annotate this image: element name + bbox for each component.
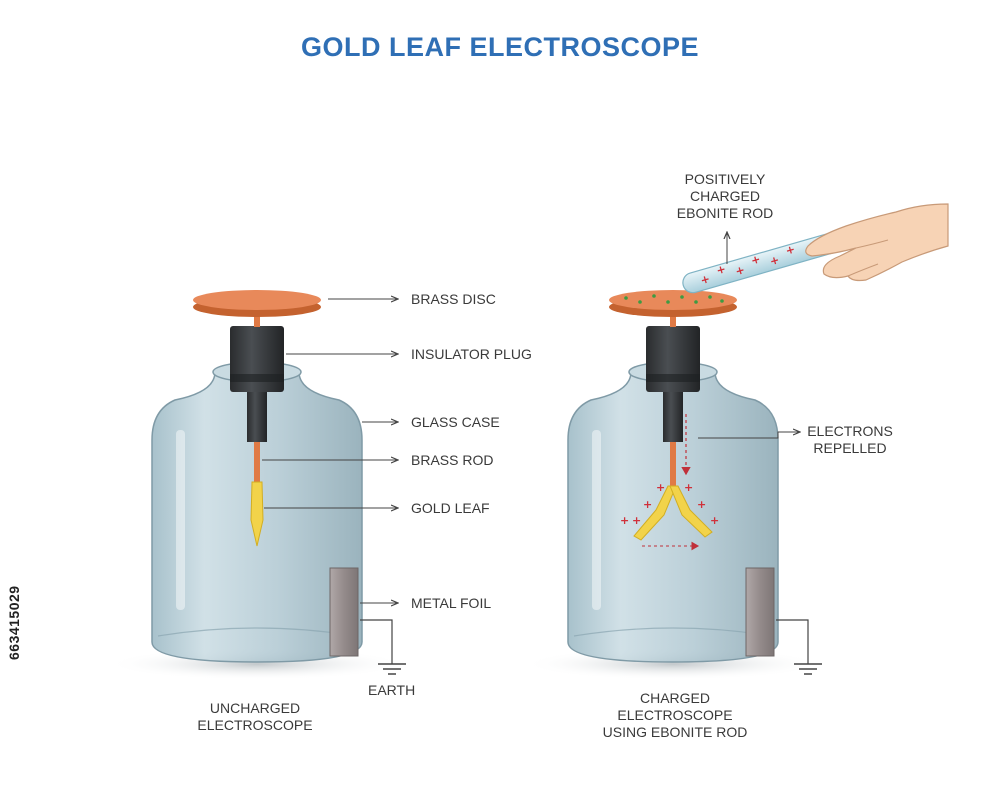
electron-dot xyxy=(694,300,698,304)
glass-highlight-right xyxy=(592,430,601,610)
plus-charge: + xyxy=(710,514,719,527)
stock-id: 663415029 xyxy=(6,585,22,660)
hand-finger-line xyxy=(847,263,879,277)
caption-uncharged-line1: UNCHARGED xyxy=(209,700,301,716)
insulator-plug-right xyxy=(646,326,700,392)
plug-band xyxy=(230,374,284,382)
label-earth: EARTH xyxy=(368,682,416,698)
plug-stem-right xyxy=(663,392,683,442)
plug-band-right xyxy=(646,374,700,382)
electron-dot xyxy=(708,295,712,299)
electron-dot xyxy=(666,300,670,304)
brass-rod-right xyxy=(670,442,676,488)
brass-rod-top xyxy=(254,315,260,327)
label-electrons-line1: ELECTRONS xyxy=(807,423,893,439)
plus-charge: + xyxy=(643,498,652,511)
brass-disc-right xyxy=(609,290,737,310)
caption-charged-line2: ELECTROSCOPE xyxy=(617,707,733,723)
caption-charged-line1: CHARGED xyxy=(639,690,710,706)
caption-charged: CHARGED ELECTROSCOPE USING EBONITE ROD xyxy=(585,690,765,741)
label-brass-disc: BRASS DISC xyxy=(411,291,496,307)
label-gold-leaf: GOLD LEAF xyxy=(411,500,490,516)
label-leaders xyxy=(262,299,398,603)
label-ebonite-rod-line3: EBONITE ROD xyxy=(676,205,774,221)
label-insulator-plug: INSULATOR PLUG xyxy=(411,346,532,362)
label-ebonite-rod-line2: CHARGED xyxy=(689,188,760,204)
plus-charge: + xyxy=(784,243,796,258)
gold-leaf xyxy=(250,481,264,547)
right-label-leaders xyxy=(698,232,800,439)
label-metal-foil: METAL FOIL xyxy=(411,595,492,611)
plus-charge: + xyxy=(620,514,629,527)
plus-charge: + xyxy=(632,514,641,527)
gold-leaf-right xyxy=(669,485,713,538)
disc-electrons xyxy=(624,294,724,304)
label-electrons-line2: REPELLED xyxy=(813,440,887,456)
label-ebonite-rod-line1: POSITIVELY xyxy=(684,171,766,187)
metal-foil-right xyxy=(745,567,775,657)
metal-foil xyxy=(329,567,359,657)
plus-charge: + xyxy=(699,272,711,287)
plus-charge: + xyxy=(734,263,746,278)
electron-dot xyxy=(638,300,642,304)
insulator-plug xyxy=(230,326,284,392)
earth-wire-right xyxy=(776,619,809,664)
earth-wire xyxy=(360,619,393,664)
glass-case-right xyxy=(567,371,779,663)
brass-disc xyxy=(193,290,321,310)
plus-charge: + xyxy=(684,481,693,494)
hand xyxy=(805,203,949,282)
diagram-title: GOLD LEAF ELECTROSCOPE xyxy=(300,32,700,62)
label-ebonite-rod: POSITIVELY CHARGED EBONITE ROD xyxy=(660,171,790,222)
electron-dot xyxy=(652,294,656,298)
caption-uncharged: UNCHARGED ELECTROSCOPE xyxy=(180,700,330,734)
electron-dot xyxy=(680,295,684,299)
label-electrons-repelled: ELECTRONS REPELLED xyxy=(800,423,900,457)
electron-dot xyxy=(720,299,724,303)
plus-charge: + xyxy=(697,498,706,511)
brass-rod xyxy=(254,442,260,484)
plus-charge: + xyxy=(749,252,761,267)
glass-highlight xyxy=(176,430,185,610)
leader-electrons-repelled xyxy=(698,432,800,439)
hand-thumb-line xyxy=(855,239,889,249)
caption-uncharged-line2: ELECTROSCOPE xyxy=(197,717,313,733)
brass-rod-top-right xyxy=(670,315,676,327)
ebonite-rod-and-hand: + + + + + + + xyxy=(682,203,949,294)
charged-electroscope: + + + + + + + xyxy=(523,290,823,680)
plus-charge: + xyxy=(768,253,780,268)
label-glass-case: GLASS CASE xyxy=(411,414,500,430)
label-brass-rod: BRASS ROD xyxy=(411,452,494,468)
plus-charge: + xyxy=(656,481,665,494)
uncharged-electroscope xyxy=(107,290,407,680)
plug-stem xyxy=(247,392,267,442)
caption-charged-line3: USING EBONITE ROD xyxy=(602,724,748,740)
electron-dot xyxy=(624,296,628,300)
leaf-charges: + + + + + + + xyxy=(620,481,719,527)
plus-charge: + xyxy=(715,262,727,277)
